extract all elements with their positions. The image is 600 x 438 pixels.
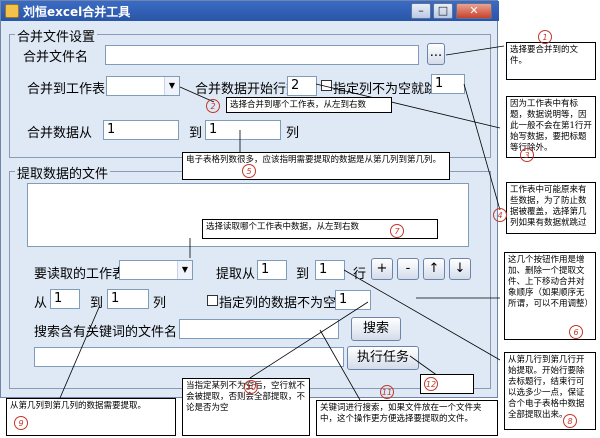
merge-from-col-label: 合并数据从	[27, 126, 93, 141]
run-task-button[interactable]: 执行任务	[347, 346, 419, 370]
note-4: 工作表中可能原来有些数据，为了防止数据被覆盖，选择第几列如果有数据就跳过	[506, 182, 596, 234]
note-4-text: 工作表中可能原来有些数据，为了防止数据被覆盖，选择第几列如果有数据就跳过	[510, 185, 587, 228]
chevron-down-icon[interactable]: ▼	[177, 261, 192, 279]
marker-10: 10	[244, 380, 258, 394]
window-title: 刘恒excel合并工具	[23, 5, 131, 19]
col-from-input[interactable]: 1	[50, 289, 80, 309]
close-button[interactable]: ✕	[456, 3, 492, 19]
start-row-input[interactable]: 2	[287, 76, 317, 96]
title-bar[interactable]: 刘恒excel合并工具 – □ ✕	[1, 1, 499, 21]
maximize-button[interactable]: □	[433, 3, 453, 19]
marker-1: 1	[538, 30, 552, 44]
note-1-text: 选择要合并到的文件。	[510, 45, 579, 66]
app-window: 刘恒excel合并工具 – □ ✕ 合并文件设置 合并文件名 ... 合并到工作…	[0, 0, 499, 398]
note-3-text: 因为工作表中有标题，数据说明等，因此一般不会在第1行开始写数据，要把标题等行除外…	[510, 99, 592, 153]
note-7-text: 选择读取哪个工作表中数据，从左到右数	[206, 222, 360, 232]
merge-col-unit: 列	[286, 126, 300, 141]
nonempty-col-label: 指定列的数据不为空	[219, 296, 337, 311]
marker-5: 5	[242, 164, 256, 178]
note-2-text: 选择合并到哪个工作表，从左到右数	[230, 100, 367, 110]
note-11-text: 关键词进行搜索，如果文件放在一个文件夹中，这个操作更方便选择要提取的文件。	[320, 403, 482, 424]
add-file-button[interactable]: +	[371, 258, 393, 280]
note-6: 这几个按钮作用是增加、删除一个提取文件、上下移动合并对象顺序（如果顺序无所谓，可…	[504, 252, 596, 340]
note-5-text: 电子表格列数很多，应该指明需要提取的数据是从第几列到第几列。	[186, 155, 442, 165]
note-2: 选择合并到哪个工作表，从左到右数	[226, 97, 392, 113]
minimize-button[interactable]: –	[411, 3, 431, 19]
file-name-label: 合并文件名	[23, 50, 89, 65]
read-sheet-combo[interactable]: ▼	[119, 260, 193, 280]
start-row-label: 合并数据开始行数	[195, 82, 300, 97]
marker-8: 8	[563, 414, 577, 428]
nonempty-col-input[interactable]: 1	[335, 290, 371, 310]
note-9: 从第几列到第几列的数据需要提取。	[6, 398, 176, 436]
marker-9: 9	[14, 416, 28, 430]
extract-from-row-input[interactable]: 1	[257, 260, 287, 280]
extract-from-row-label: 提取从	[216, 267, 256, 282]
extract-to-label: 到	[296, 267, 310, 282]
search-button[interactable]: 搜索	[351, 317, 401, 341]
search-input[interactable]	[179, 319, 339, 339]
note-7: 选择读取哪个工作表中数据，从左到右数	[202, 219, 438, 239]
note-9-text: 从第几列到第几列的数据需要提取。	[10, 401, 147, 411]
marker-3: 3	[520, 148, 534, 162]
remove-file-button[interactable]: -	[397, 258, 419, 280]
note-6-text: 这几个按钮作用是增加、删除一个提取文件、上下移动合并对象顺序（如果顺序无所谓，可…	[508, 255, 594, 309]
file-name-input[interactable]	[105, 45, 419, 65]
col-to-input[interactable]: 1	[107, 289, 149, 309]
chevron-down-icon[interactable]: ▼	[164, 77, 179, 95]
sheet-label: 合并到工作表	[27, 82, 106, 97]
marker-4: 4	[493, 208, 507, 222]
marker-6: 6	[569, 325, 583, 339]
col-unit: 列	[153, 296, 167, 311]
extract-row-unit: 行	[353, 267, 367, 282]
merge-from-col-input[interactable]: 1	[103, 120, 179, 140]
status-field	[34, 347, 344, 367]
col-to-label: 到	[90, 296, 104, 311]
marker-12: 12	[424, 377, 438, 391]
note-3: 因为工作表中有标题，数据说明等，因此一般不会在第1行开始写数据，要把标题等行除外…	[506, 96, 596, 158]
browse-button[interactable]: ...	[427, 43, 445, 65]
nonempty-col-checkbox[interactable]	[207, 295, 218, 306]
extract-files-legend: 提取数据的文件	[15, 163, 111, 182]
read-sheet-label: 要读取的工作表	[34, 267, 126, 282]
skip-nonempty-label: 指定列不为空就跳过	[333, 82, 451, 97]
move-down-button[interactable]: ↓	[449, 258, 471, 280]
sheet-combo[interactable]: ▼	[106, 76, 180, 96]
note-8-text: 从第几行到第几行开始提取。开始行要除去标题行，结束行可以选多少一点，保证合个电子…	[508, 355, 585, 420]
app-icon	[5, 4, 19, 18]
col-from-label: 从	[34, 296, 48, 311]
marker-11: 11	[380, 385, 394, 399]
skip-column-input[interactable]: 1	[431, 74, 465, 94]
marker-7: 7	[390, 224, 404, 238]
merge-settings-legend: 合并文件设置	[15, 26, 98, 45]
search-label: 搜索含有关键词的文件名	[34, 325, 178, 340]
merge-to-label: 到	[189, 126, 203, 141]
note-8: 从第几行到第几行开始提取。开始行要除去标题行，结束行可以选多少一点，保证合个电子…	[504, 352, 596, 430]
move-up-button[interactable]: ↑	[423, 258, 445, 280]
merge-to-col-input[interactable]: 1	[205, 120, 281, 140]
note-5: 电子表格列数很多，应该指明需要提取的数据是从第几列到第几列。	[182, 152, 450, 180]
marker-2: 2	[206, 99, 220, 113]
note-1: 选择要合并到的文件。	[506, 42, 596, 80]
note-11: 关键词进行搜索，如果文件放在一个文件夹中，这个操作更方便选择要提取的文件。	[316, 400, 498, 436]
